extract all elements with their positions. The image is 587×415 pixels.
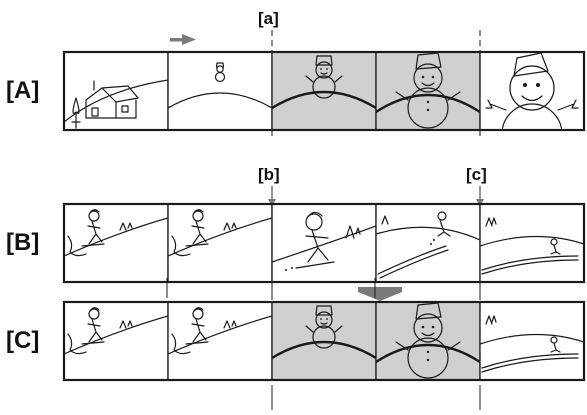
marker-b-label: [b] [258, 165, 280, 184]
row-label-b: [B] [6, 229, 39, 256]
film-frame-skier-small [64, 204, 168, 282]
film-frame-large-snowman [376, 52, 480, 130]
film-frame-small-snowman [272, 52, 376, 130]
transfer-arrow-icon [358, 287, 402, 301]
marker-a-label: [a] [258, 9, 279, 28]
film-frame-skier-tiny [480, 204, 584, 282]
film-frame-skier-small [168, 204, 272, 282]
film-frame-skier-small [168, 302, 272, 380]
film-frame-small-snowman [272, 302, 376, 380]
marker-c-label: [c] [466, 165, 487, 184]
direction-arrow-icon [170, 34, 196, 45]
film-frame-skier-small [64, 302, 168, 380]
film-strip-b [64, 204, 584, 282]
film-frame-skier-tiny [480, 302, 584, 380]
film-strip-c [64, 302, 584, 380]
film-frame-snowman-closeup [480, 52, 584, 164]
film-frame-large-snowman [376, 302, 480, 380]
film-frame-tiny-snowman [168, 52, 272, 130]
film-frame-skier-large [272, 204, 376, 282]
film-frame-skier-far [376, 204, 480, 282]
film-frame-house-hill [64, 52, 168, 130]
film-strip-a [64, 52, 584, 164]
row-label-a: [A] [6, 77, 39, 104]
row-label-c: [C] [6, 327, 39, 354]
